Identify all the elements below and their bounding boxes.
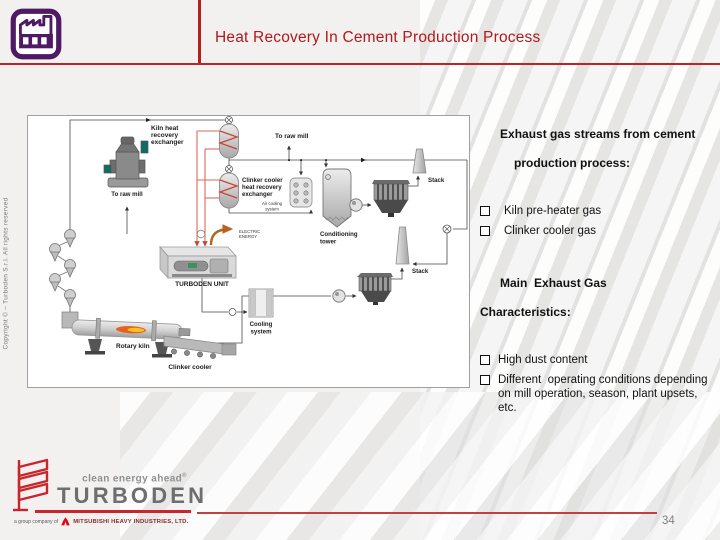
group-company-prefix: a group company of [14, 518, 59, 525]
block2-heading-line2: Characteristics: [480, 304, 571, 319]
label-air-cooling-1: Air cooling [262, 201, 283, 206]
clinker-line-fan [332, 289, 346, 303]
bypass-fan [442, 224, 452, 234]
label-rotary-kiln: Rotary kiln [116, 343, 150, 350]
dust-filter-top [372, 180, 410, 217]
kiln-supports [85, 339, 172, 358]
label-conditioning-2: tower [320, 239, 337, 246]
process-diagram-panel: Kiln heat recovery exchanger To raw mill… [27, 115, 470, 388]
oil-valve [196, 229, 206, 239]
electric-energy-arrow [209, 224, 234, 246]
header-divider-horizontal [0, 63, 720, 65]
label-turboden-unit: TURBODEN UNIT [175, 281, 229, 288]
duct-junctions [146, 118, 366, 163]
label-stack-top: Stack [428, 177, 445, 184]
block1-heading-line1: Exhaust gas streams from cement [500, 126, 696, 141]
group-company-name: MITSUBISHI HEAVY INDUSTRIES, LTD. [73, 518, 189, 525]
list-item: Kiln pre-heater gas [480, 204, 714, 218]
clinker-cooler-heat-exchanger-vessel [218, 165, 239, 209]
list-item: Clinker cooler gas [480, 224, 714, 238]
page-title: Heat Recovery In Cement Production Proce… [215, 29, 541, 46]
tagline-text: clean energy ahead [82, 473, 183, 485]
label-cooling-2: system [250, 329, 272, 336]
turboden-unit [159, 245, 237, 280]
footer-underline-thick [35, 510, 191, 513]
registered-mark: ® [182, 473, 187, 479]
label-air-cooling-2: system [265, 207, 279, 212]
process-flow-diagram: Kiln heat recovery exchanger To raw mill… [49, 116, 468, 371]
background-stripes-bottom [120, 392, 720, 540]
group-company-line: a group company of MITSUBISHI HEAVY INDU… [14, 517, 188, 526]
block2-heading: Main Exhaust Gas Characteristics: [480, 261, 714, 348]
preheater-cyclone-tower [49, 229, 76, 308]
hot-oil-pipes [194, 130, 220, 247]
tagline: clean energy ahead® [0, 473, 187, 484]
factory-logo-icon [10, 8, 62, 60]
rotary-kiln [71, 317, 191, 342]
copyright-text: Copyright © – Turboden S.r.l. All rights… [2, 197, 10, 350]
kiln-heat-exchanger-vessel [218, 116, 239, 159]
label-kiln-hx-3: exchanger [151, 139, 184, 146]
checkbox-bullet-icon [480, 375, 490, 385]
label-to-raw-mill-left: To raw mill [111, 191, 143, 198]
list-item: High dust content [480, 353, 714, 367]
block1-heading-line2: production process: [514, 155, 631, 170]
label-clinker-hx-2: heat recovery [242, 184, 282, 191]
stack-bottom-chimney [395, 226, 410, 265]
list-item-label: Kiln pre-heater gas [504, 205, 602, 217]
brand-wordmark: TURBODEN [57, 483, 208, 508]
checkbox-bullet-icon [480, 226, 490, 236]
label-clinker-hx-3: exchanger [242, 191, 273, 198]
conditioning-tower [322, 168, 352, 228]
label-electric-2: ENERGY [239, 234, 257, 239]
label-kiln-hx-2: recovery [151, 132, 178, 139]
exhaust-gas-characteristics-block: Main Exhaust Gas Characteristics: High d… [480, 261, 714, 421]
exhaust-gas-streams-block: Exhaust gas streams from cement producti… [480, 112, 714, 244]
label-clinker-hx-1: Clinker cooler [242, 177, 283, 184]
label-kiln-hx-1: Kiln heat [151, 125, 179, 132]
label-clinker-cooler: Clinker cooler [168, 364, 212, 371]
cooling-system [228, 288, 274, 318]
list-item-label: High dust content [498, 354, 588, 366]
list-item-label: Different operating conditions depending… [498, 374, 711, 414]
checkbox-bullet-icon [480, 355, 490, 365]
label-conditioning-1: Conditioning [320, 231, 358, 238]
raw-mill [103, 136, 149, 188]
page-number: 34 [662, 515, 675, 527]
footer-underline-thin [197, 512, 657, 514]
clinker-cooler [163, 335, 237, 359]
turboden-logo-mark [8, 456, 56, 517]
tower-fan [349, 198, 363, 212]
list-item-label: Clinker cooler gas [504, 225, 597, 237]
list-item: Different operating conditions depending… [480, 373, 714, 415]
label-cooling-1: Cooling [250, 321, 273, 328]
label-electric-1: ELECTRIC [239, 229, 260, 234]
dust-filter-bottom [357, 273, 393, 305]
label-stack-bottom: Stack [412, 268, 429, 275]
block1-heading: Exhaust gas streams from cement producti… [480, 112, 714, 199]
label-to-raw-mill-right: To raw mill [275, 133, 309, 140]
header-divider-vertical [198, 0, 201, 64]
air-cooling-unit [289, 177, 313, 208]
block2-heading-line1: Main Exhaust Gas [500, 275, 607, 290]
mitsubishi-logo-icon [61, 517, 70, 526]
duct-lines [69, 119, 468, 344]
checkbox-bullet-icon [480, 206, 490, 216]
stack-top-chimney [412, 148, 427, 174]
